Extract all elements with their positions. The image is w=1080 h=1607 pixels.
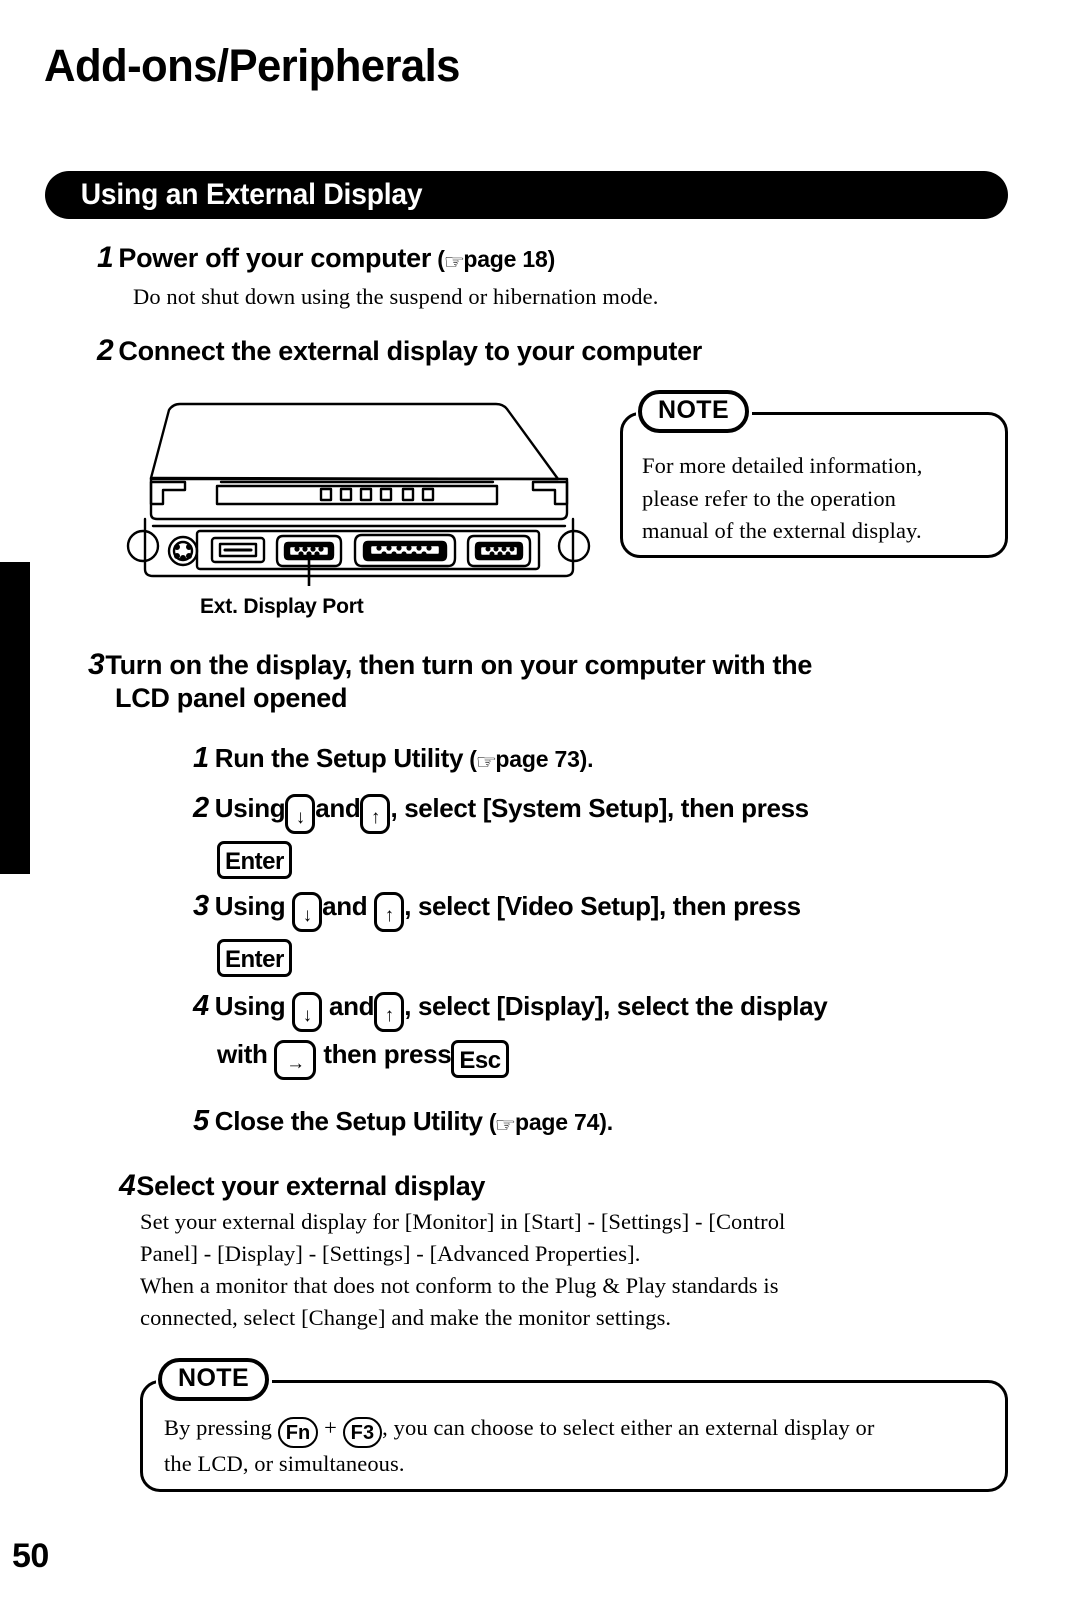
key-arrow-down[interactable]: ↓ bbox=[292, 992, 323, 1032]
substep-4-part-3: , select [Display], select the display bbox=[404, 991, 828, 1021]
note-top-line-2: please refer to the operation bbox=[642, 485, 897, 511]
step-4-heading: 4Select your external display bbox=[119, 1168, 485, 1203]
step-2-title: Connect the external display to your com… bbox=[118, 336, 703, 366]
key-arrow-up[interactable]: ↑ bbox=[374, 892, 405, 932]
section-banner: Using an External Display bbox=[45, 171, 1008, 219]
step-3-heading: 3Turn on the display, then turn on your … bbox=[88, 647, 1018, 715]
substep-2-part-2: and bbox=[315, 793, 361, 823]
step-1-title: Power off your computer bbox=[118, 243, 432, 273]
key-enter[interactable]: Enter bbox=[217, 841, 292, 879]
substep-5-text: Close the Setup Utility bbox=[214, 1106, 483, 1136]
substep-1-page-ref: (☞page 73). bbox=[463, 746, 593, 774]
step-1-body: Do not shut down using the suspend or hi… bbox=[133, 284, 659, 309]
page-number: 50 bbox=[12, 1537, 49, 1575]
section-banner-label: Using an External Display bbox=[80, 178, 423, 211]
substep-2-part-1: Using bbox=[214, 793, 286, 823]
key-arrow-up[interactable]: ↑ bbox=[374, 992, 405, 1032]
step-4-body: Set your external display for [Monitor] … bbox=[140, 1206, 1010, 1334]
hand-pointer-icon: ☞ bbox=[443, 251, 465, 274]
note-top-line-3: manual of the external display. bbox=[642, 518, 922, 544]
substep-2-part-3: , select [System Setup], then press bbox=[390, 793, 809, 823]
step-4-body-line-3: When a monitor that does not conform to … bbox=[140, 1272, 779, 1298]
note-box-frame bbox=[140, 1380, 1008, 1492]
note-top-line-1: For more detailed information, bbox=[642, 453, 923, 478]
step-4-number: 4 bbox=[119, 1169, 136, 1202]
substep-3-part-2: and bbox=[322, 891, 368, 921]
substep-4-part-2: and bbox=[329, 991, 375, 1021]
note-label: NOTE bbox=[638, 390, 750, 433]
key-arrow-right[interactable]: → bbox=[274, 1040, 317, 1080]
substep-4-part-1: Using bbox=[214, 991, 286, 1021]
key-arrow-down[interactable]: ↓ bbox=[285, 794, 316, 834]
laptop-rear-panel-diagram bbox=[125, 386, 595, 603]
note-bottom-line-1: By pressing Fn + F3, you can choose to s… bbox=[164, 1412, 992, 1448]
step-4-body-line-2: Panel] - [Display] - [Settings] - [Advan… bbox=[140, 1240, 641, 1266]
step-3-title-line-1: Turn on the display, then turn on your c… bbox=[105, 650, 813, 680]
step-4-title: Select your external display bbox=[136, 1171, 486, 1201]
step-3-title-line-2: LCD panel opened bbox=[115, 683, 348, 714]
key-enter[interactable]: Enter bbox=[217, 939, 292, 977]
substep-5-number: 5 bbox=[193, 1105, 209, 1137]
note-bottom-line-2: the LCD, or simultaneous. bbox=[164, 1451, 405, 1476]
step-4-body-line-1: Set your external display for [Monitor] … bbox=[140, 1209, 786, 1234]
step-4-body-line-4: connected, select [Change] and make the … bbox=[140, 1304, 672, 1330]
hand-pointer-icon: ☞ bbox=[475, 751, 497, 774]
step-1-number: 1 bbox=[97, 241, 114, 274]
substep-4-part-5: then press bbox=[323, 1039, 452, 1069]
note-label: NOTE bbox=[158, 1358, 270, 1401]
step-2-number: 2 bbox=[97, 334, 114, 367]
key-fn[interactable]: Fn bbox=[277, 1417, 319, 1448]
step-3-number: 3 bbox=[88, 648, 105, 681]
substep-4-number: 4 bbox=[193, 990, 209, 1022]
step-1-page-ref: (☞page 18) bbox=[437, 246, 556, 274]
substep-2-number: 2 bbox=[193, 792, 209, 824]
substep-1-text: Run the Setup Utility bbox=[214, 743, 464, 773]
substep-5-page-ref: (☞page 74). bbox=[483, 1109, 613, 1137]
note-bottom-text: By pressing Fn + F3, you can choose to s… bbox=[164, 1412, 992, 1481]
note-box-frame bbox=[620, 412, 1008, 558]
substep-3-part-1: Using bbox=[214, 891, 286, 921]
hand-pointer-icon: ☞ bbox=[494, 1114, 517, 1137]
key-arrow-down[interactable]: ↓ bbox=[292, 892, 323, 932]
note-box-top: NOTE For more detailed information, plea… bbox=[620, 390, 1008, 558]
key-arrow-up[interactable]: ↑ bbox=[360, 794, 391, 834]
page-title: Add-ons/Peripherals bbox=[44, 40, 460, 91]
substep-3-part-3: , select [Video Setup], then press bbox=[404, 891, 801, 921]
substep-3-number: 3 bbox=[193, 890, 209, 922]
substep-1-number: 1 bbox=[193, 742, 209, 774]
note-top-text: For more detailed information, please re… bbox=[642, 450, 992, 548]
note-box-bottom: NOTE By pressing Fn + F3, you can choose… bbox=[140, 1358, 1008, 1492]
ext-display-port-caption: Ext. Display Port bbox=[200, 595, 364, 618]
chapter-thumb-tab bbox=[0, 562, 30, 874]
key-f3[interactable]: F3 bbox=[342, 1417, 383, 1448]
substep-4-part-4: with bbox=[217, 1039, 268, 1069]
key-esc[interactable]: Esc bbox=[451, 1040, 509, 1078]
